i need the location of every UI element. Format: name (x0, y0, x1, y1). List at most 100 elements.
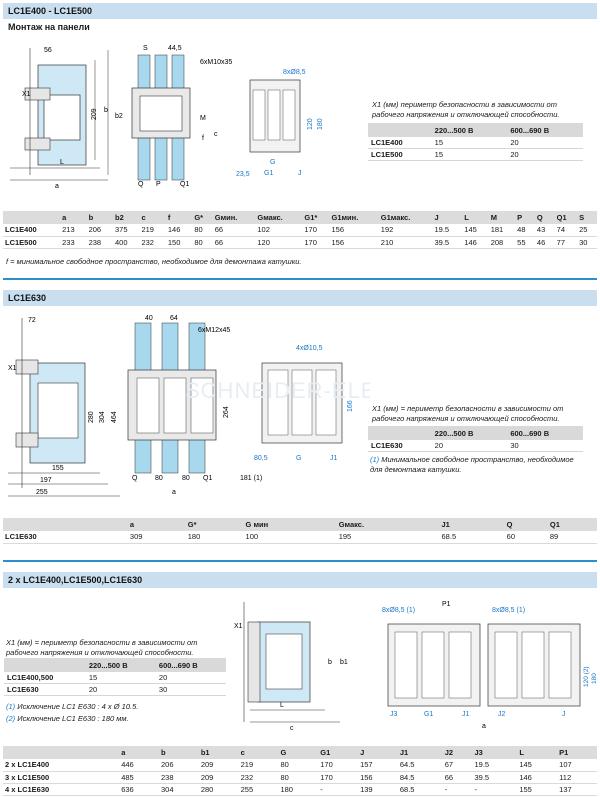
dim-c: c (214, 131, 218, 138)
section3-note-1: (1) Исключение LC1 E630 : 4 x Ø 10.5. (6, 702, 139, 711)
dim-80a: 80 (155, 475, 163, 482)
section1-footnote: f = минимальное свободное пространство, … (6, 257, 302, 266)
table-row: 4 x LC1E630 636 304 280 255 180 - 139 68… (3, 783, 597, 796)
dim-80-5: 80,5 (254, 455, 268, 462)
dim-23-5: 23,5 (236, 171, 250, 178)
divider (3, 560, 597, 562)
dim-64: 64 (170, 315, 178, 322)
dim-J3: J3 (390, 711, 398, 718)
dim-J: J (298, 170, 302, 177)
table-row: LC1E400,500 15 20 (4, 672, 226, 684)
section2-x1-table: 220...500 В 600...690 В LC1E630 20 30 (368, 426, 583, 452)
dim-209: 209 (91, 108, 98, 120)
x1-header-empty (368, 123, 432, 137)
dim-S: S (143, 45, 148, 52)
dim-G1: G1 (264, 170, 273, 177)
table-row: LC1E500 233 238 400 232 150 80 66 120 17… (3, 236, 597, 249)
dim-c-3: c (290, 725, 294, 732)
x1-header-690v: 600...690 В (507, 123, 583, 137)
dim-P1: P1 (442, 601, 451, 608)
table-row: LC1E400 213 206 375 219 146 80 66 102 17… (3, 224, 597, 237)
dim-b1-3: b1 (340, 659, 348, 666)
dim-J1-2: J1 (330, 455, 338, 462)
section1-title: LC1E400 - LC1E500 (3, 3, 597, 19)
section2-note: (1) Минимальное свободное пространство, … (370, 455, 585, 475)
section1-subtitle: Монтаж на панели (8, 22, 90, 32)
note-number: (1) (370, 455, 380, 464)
dim-80b: 80 (182, 475, 190, 482)
table-row: LC1E630 309 180 100 195 68.5 60 89 (3, 531, 597, 544)
note-text: Минимальное свободное пространство, необ… (370, 455, 574, 474)
section3-x1-note: X1 (мм) = периметр безопасности в зависи… (6, 638, 198, 657)
dim-180: 180 (317, 118, 324, 130)
divider (3, 278, 597, 280)
table-row: 2 x LC1E400 446 206 209 219 80 170 157 6… (3, 759, 597, 772)
dim-P: P (156, 181, 161, 188)
table-row: LC1E400 15 20 (368, 137, 583, 149)
section3-note-2: (2) Исключение LC1 E630 : 180 мм. (6, 714, 129, 723)
dim-G: G (270, 159, 275, 166)
dim-44-5: 44,5 (168, 45, 182, 52)
dim-a-2: a (172, 489, 176, 496)
dim-166: 166 (347, 400, 354, 412)
dim-b-3: b (328, 659, 332, 666)
dim-a: a (55, 183, 59, 190)
section3-x1-table: 220...500 В 600...690 В LC1E400,500 15 2… (4, 658, 226, 696)
section2-dimension-table: a G* G мин Gмакс. J1 Q Q1 LC1E630 309 18… (3, 518, 597, 544)
dim-J-3: J (562, 711, 566, 718)
dim-x1-2: X1 (8, 365, 17, 372)
dim-L: L (60, 159, 64, 166)
section1-dimension-table: a b b2 c f G* Gмин. Gмакс. G1* G1мин. G1… (3, 211, 597, 249)
dim-120-3: 120 (2) (583, 666, 590, 687)
dim-f-2: 181 (1) (240, 475, 262, 482)
section2-x1-note: X1 (мм) = периметр безопасности в зависи… (372, 404, 564, 423)
dim-x1: X1 (22, 91, 31, 98)
dim-56: 56 (44, 47, 52, 54)
table-row: LC1E630 20 30 (4, 683, 226, 696)
table-row: LC1E500 15 20 (368, 148, 583, 161)
dim-Q-2: Q (132, 475, 138, 482)
section3-drawing: X1 b b1 L c 8xØ8,5 (1) P1 8xØ8,5 (1) 120… (234, 601, 598, 732)
dim-screw: 6xM10x35 (200, 59, 232, 66)
dim-304: 304 (99, 411, 106, 423)
watermark: SCHNEIDER-ELECTRIC (185, 378, 370, 403)
dim-464: 464 (111, 411, 118, 423)
dim-J2: J2 (498, 711, 506, 718)
dim-40: 40 (145, 315, 153, 322)
dim-120: 120 (307, 118, 314, 130)
dim-G1-3: G1 (424, 711, 433, 718)
section2-title: LC1E630 (3, 290, 597, 306)
dim-280: 280 (88, 411, 95, 423)
section3-dimension-table: a b b1 c G G1 J J1 J2 J3 L P1 2 x LC1E40… (3, 746, 597, 796)
dim-G-2: G (296, 455, 301, 462)
dim-Q1-2: Q1 (203, 475, 212, 482)
dim-72: 72 (28, 317, 36, 324)
section2-drawing: 72 X1 280 304 464 155 197 255 40 64 6xM1… (8, 315, 370, 497)
section1-drawing: 56 X1 209 b b2 L a S 44,5 6xM10x35 c f M… (10, 45, 324, 190)
section1-x1-table: 220...500 В 600...690 В LC1E400 15 20 LC… (368, 123, 583, 161)
dim-holes-left: 8xØ8,5 (1) (382, 607, 415, 614)
dim-x1-3: X1 (234, 623, 243, 630)
dim-180-3: 180 (591, 673, 598, 684)
table-row: 3 x LC1E500 485 238 209 232 80 170 156 8… (3, 771, 597, 784)
dim-screw-2: 6xM12x45 (198, 327, 230, 334)
dim-holes-right: 8xØ8,5 (1) (492, 607, 525, 614)
dim-J1-3: J1 (462, 711, 470, 718)
section1-x1-note: X1 (мм) периметр безопасности в зависимо… (372, 100, 560, 119)
table-row: LC1E630 20 30 (368, 440, 583, 452)
x1-header-500v: 220...500 В (431, 123, 508, 137)
dim-197: 197 (40, 477, 52, 484)
dim-Q: Q (138, 181, 144, 188)
dim-f: f (202, 135, 204, 142)
dim-b: b (104, 107, 108, 114)
dim-holes-2: 4xØ10,5 (296, 345, 323, 352)
dim-M: M (200, 115, 206, 122)
dim-holes: 8xØ8,5 (283, 69, 306, 76)
dim-264: 264 (223, 406, 230, 418)
dim-155: 155 (52, 465, 64, 472)
dim-b2: b2 (115, 113, 123, 120)
dim-a-3: a (482, 723, 486, 730)
dim-L-3: L (280, 702, 284, 709)
dim-255: 255 (36, 489, 48, 496)
section3-title: 2 x LC1E400,LC1E500,LC1E630 (3, 572, 597, 588)
